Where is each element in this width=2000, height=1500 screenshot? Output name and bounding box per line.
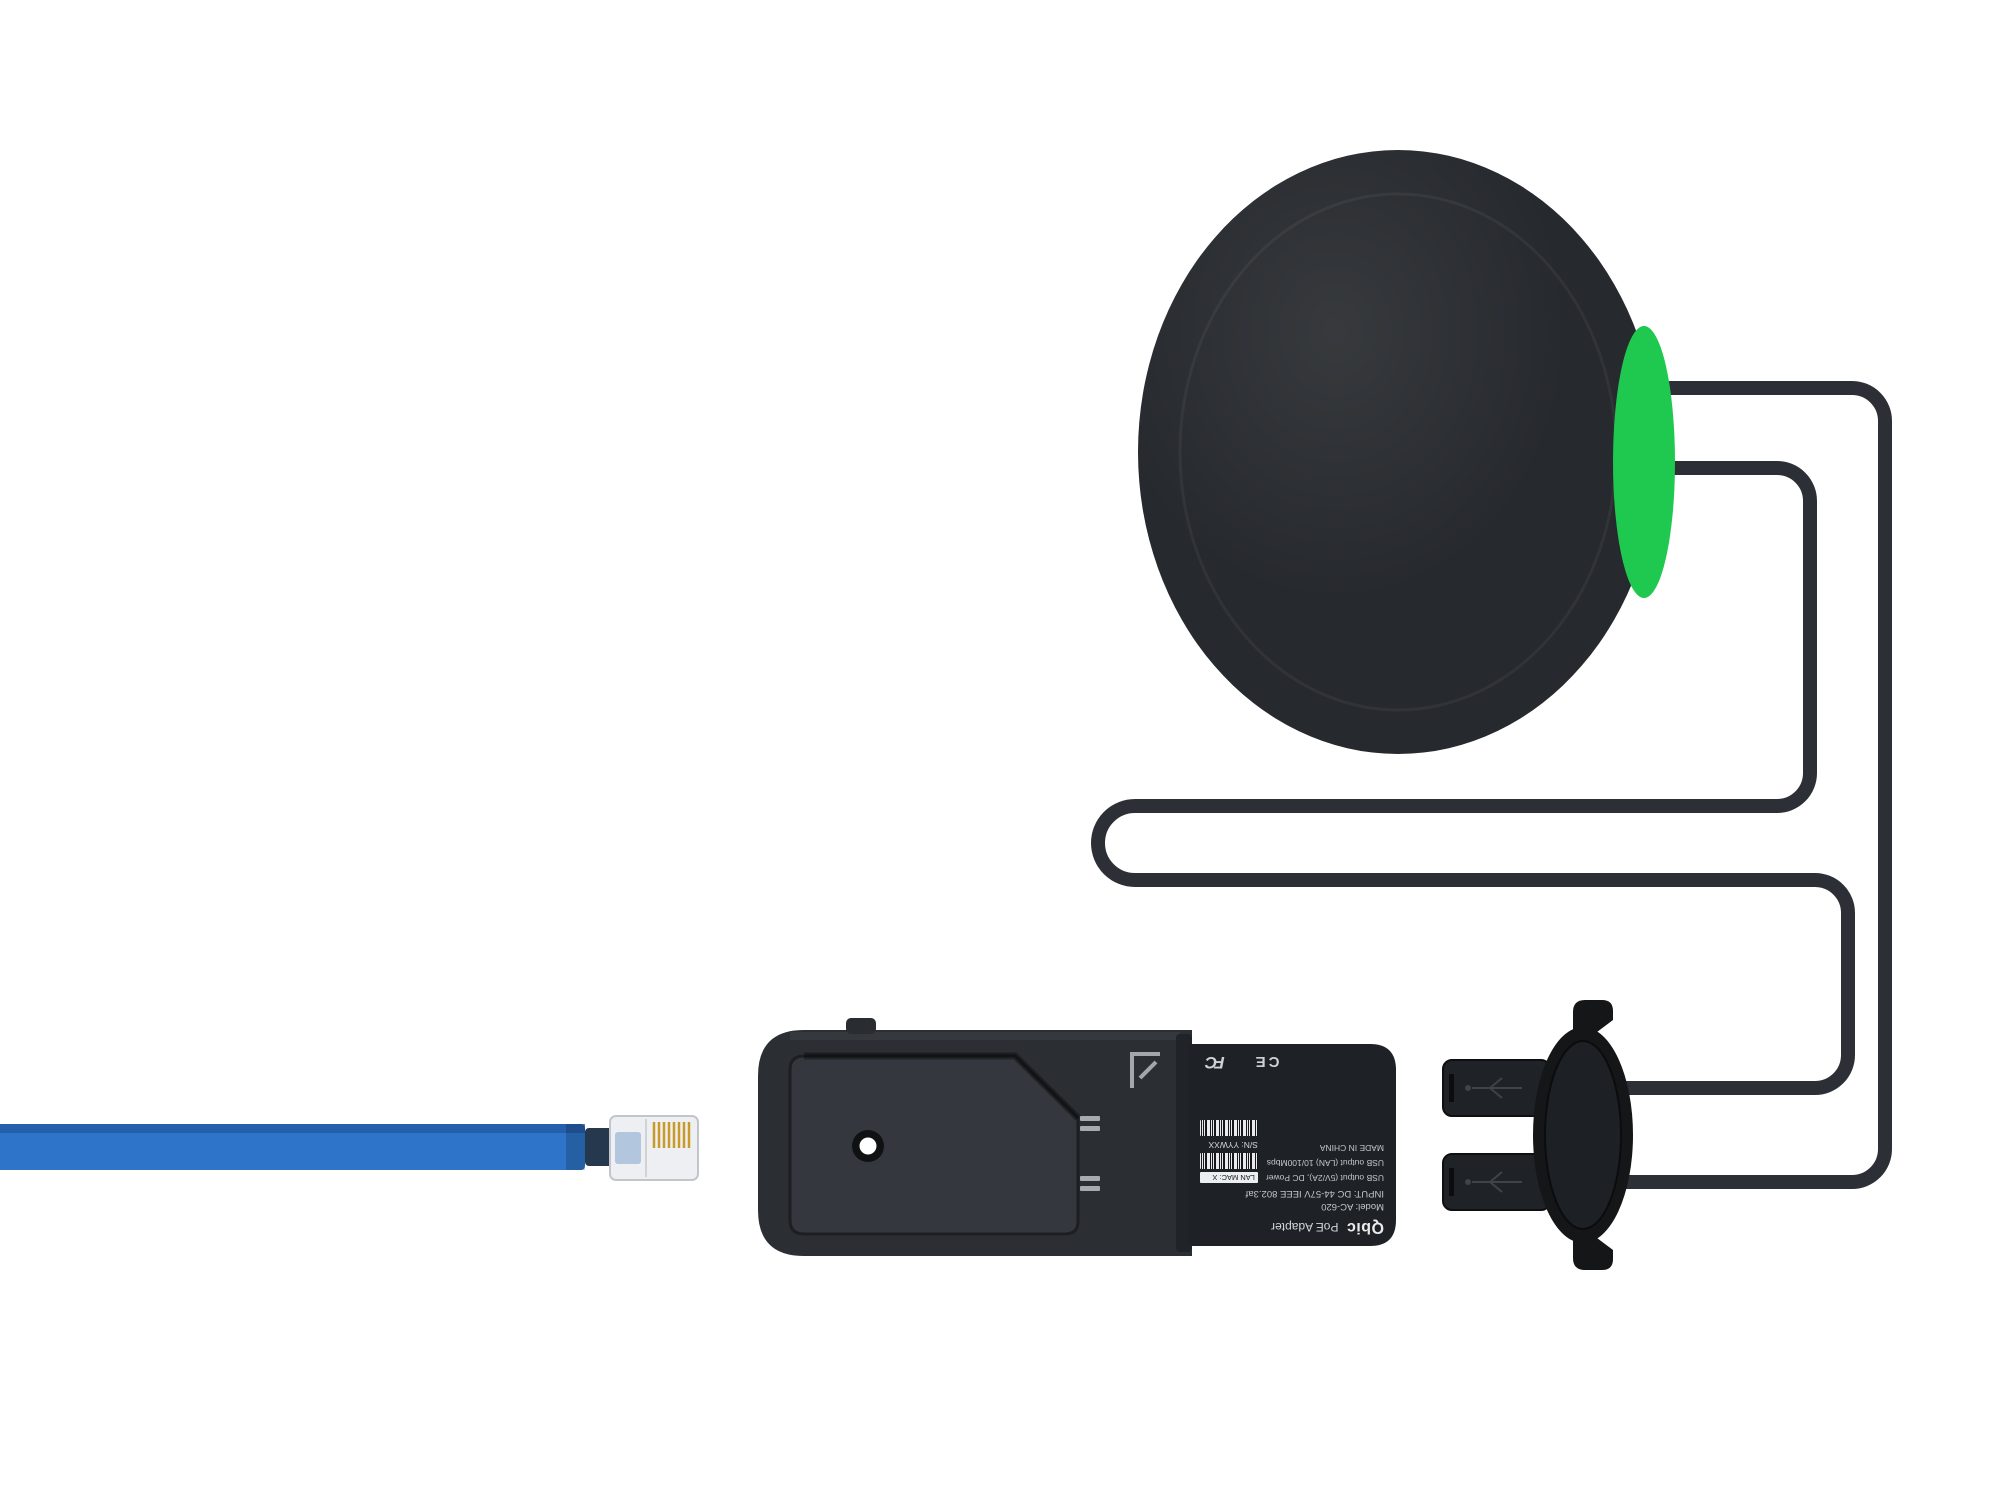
model-number: Model: AC-620 <box>1321 1201 1384 1212</box>
adapter-label: Qbic PoE Adapter Model: AC-620 INPUT: DC… <box>1188 1044 1396 1246</box>
label-middle-block: USB output (5V/2A), DC Power USB output … <box>1200 1120 1384 1183</box>
certification-marks: CE FC <box>1200 1052 1384 1072</box>
alignment-arrow-mark <box>1130 1052 1160 1088</box>
usb-lan-text: USB output (LAN) <box>1315 1158 1384 1168</box>
brand-logo-text: Qbic <box>1346 1219 1384 1236</box>
adapter-top-tab <box>846 1018 876 1034</box>
cable-inner-run <box>1091 461 1855 1095</box>
adapter-top-highlight <box>790 1032 1180 1040</box>
lan-mac-box: LAN MAC: X <box>1200 1172 1258 1183</box>
ethernet-cable-tip <box>566 1124 585 1170</box>
product-name: PoE Adapter <box>1271 1220 1339 1234</box>
usb-plug-bottom-slot <box>1449 1168 1454 1196</box>
grommet-clip-top <box>1573 1000 1613 1032</box>
adapter-recess-tray <box>788 1054 1080 1236</box>
grommet-clip-bottom <box>1573 1238 1613 1270</box>
fcc-mark: FC <box>1208 1053 1225 1072</box>
ethernet-cable-shade <box>0 1124 585 1133</box>
grommet-disc-face <box>1544 1040 1622 1230</box>
usb-icon-top <box>1465 1077 1522 1099</box>
usb-lan-spec: USB output (LAN) 10/100Mbps <box>1266 1157 1384 1168</box>
brand-row: Qbic PoE Adapter <box>1200 1218 1384 1236</box>
label-id-column: LAN MAC: X S/N: YYWXX <box>1200 1120 1258 1183</box>
rj45-boot <box>585 1128 613 1166</box>
label-spec-column: USB output (5V/2A), DC Power USB output … <box>1266 1120 1384 1183</box>
adapter-label-face <box>1188 1044 1396 1246</box>
status-led-lens <box>1613 326 1675 598</box>
made-in: MADE IN CHINA <box>1319 1143 1384 1153</box>
barcode-mac <box>1200 1153 1258 1169</box>
grip-marks <box>1080 1116 1100 1191</box>
input-spec: INPUT: DC 44-57V IEEE 802.3af <box>1245 1188 1384 1199</box>
adapter-recess-shadow <box>804 1052 1081 1121</box>
serial-number: S/N: YYWXX <box>1208 1140 1258 1150</box>
ethernet-cable <box>0 1124 585 1170</box>
barcode-serial <box>1200 1120 1258 1136</box>
rj45-gold-pins <box>652 1122 691 1148</box>
cable-outer-run <box>1610 381 1892 1189</box>
usb-plug-top-slot <box>1449 1074 1454 1102</box>
ce-mark: CE <box>1252 1053 1280 1071</box>
usb-icon-bottom <box>1465 1171 1522 1193</box>
usb-power-spec: USB output (5V/2A), DC Power <box>1265 1173 1384 1183</box>
puck-surface-highlight <box>1138 150 1658 754</box>
usb-lan-speed: 10/100Mbps <box>1266 1158 1314 1168</box>
rj45-cable-window <box>615 1132 641 1164</box>
mount-hole <box>859 1137 877 1155</box>
